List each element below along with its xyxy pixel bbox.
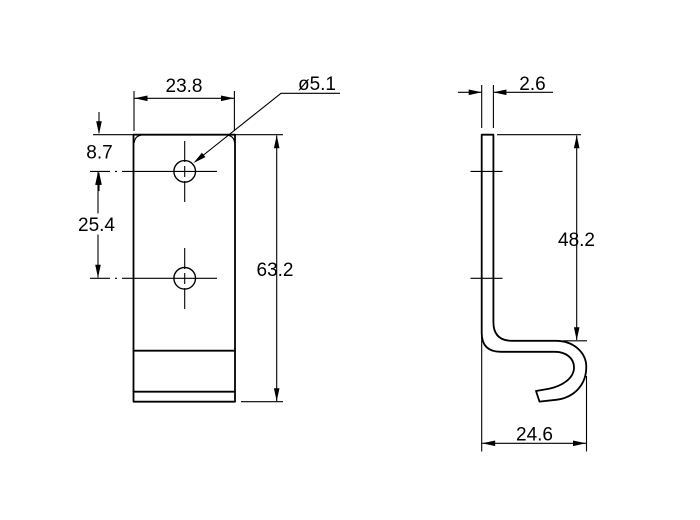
front-corner-fillet-right xyxy=(227,134,236,144)
dim-text-mask xyxy=(78,213,117,235)
dim-text-hole-diameter: ø5.1 xyxy=(298,74,336,95)
dim-front-hole-spacing: 25.4 xyxy=(78,171,117,278)
dim-text-front-height: 63.2 xyxy=(257,260,294,281)
dim-text-straight-height: 48.2 xyxy=(558,230,595,251)
front-part-outline xyxy=(132,133,236,403)
dim-side-straight-height: 48.2 xyxy=(497,134,595,342)
front-corner-fillet-left xyxy=(133,134,142,144)
dim-arrow-down xyxy=(96,121,102,135)
dim-arrow-right xyxy=(221,95,234,102)
dim-side-thickness: 2.6 xyxy=(458,74,553,128)
leader-line xyxy=(195,92,340,162)
dim-text-hole-spacing: 25.4 xyxy=(78,215,115,236)
dim-arrow-down xyxy=(573,327,580,341)
dim-text-front-width: 23.8 xyxy=(166,76,203,97)
dim-front-hole-offset: 8.7 xyxy=(86,112,113,191)
side-profile-outline xyxy=(480,133,588,403)
side-view: 2.6 48.2 24.6 xyxy=(458,74,595,452)
dim-arrow-right xyxy=(573,440,586,447)
dim-side-depth: 24.6 xyxy=(481,333,588,452)
dim-front-width: 23.8 xyxy=(133,76,235,131)
dim-arrow-left xyxy=(482,440,496,447)
dim-arrow-up xyxy=(573,135,580,149)
dim-arrow-right xyxy=(468,89,482,96)
dim-arrow-left xyxy=(134,95,148,102)
dim-front-height: 63.2 xyxy=(257,135,294,402)
dim-arrow-up xyxy=(273,135,280,149)
dim-arrow-down xyxy=(95,264,101,278)
dim-text-thickness: 2.6 xyxy=(519,74,545,95)
dim-arrow-up xyxy=(95,171,101,185)
front-view: 23.8 8.7 25.4 63.2 ø5 xyxy=(78,74,340,403)
dim-arrow-left xyxy=(493,89,507,96)
dim-hole-diameter-callout: ø5.1 xyxy=(193,74,340,163)
dim-text-hole-offset: 8.7 xyxy=(86,143,112,164)
dim-text-depth: 24.6 xyxy=(516,425,553,446)
leader-arrow xyxy=(193,152,206,163)
dim-arrow-down xyxy=(273,388,280,402)
